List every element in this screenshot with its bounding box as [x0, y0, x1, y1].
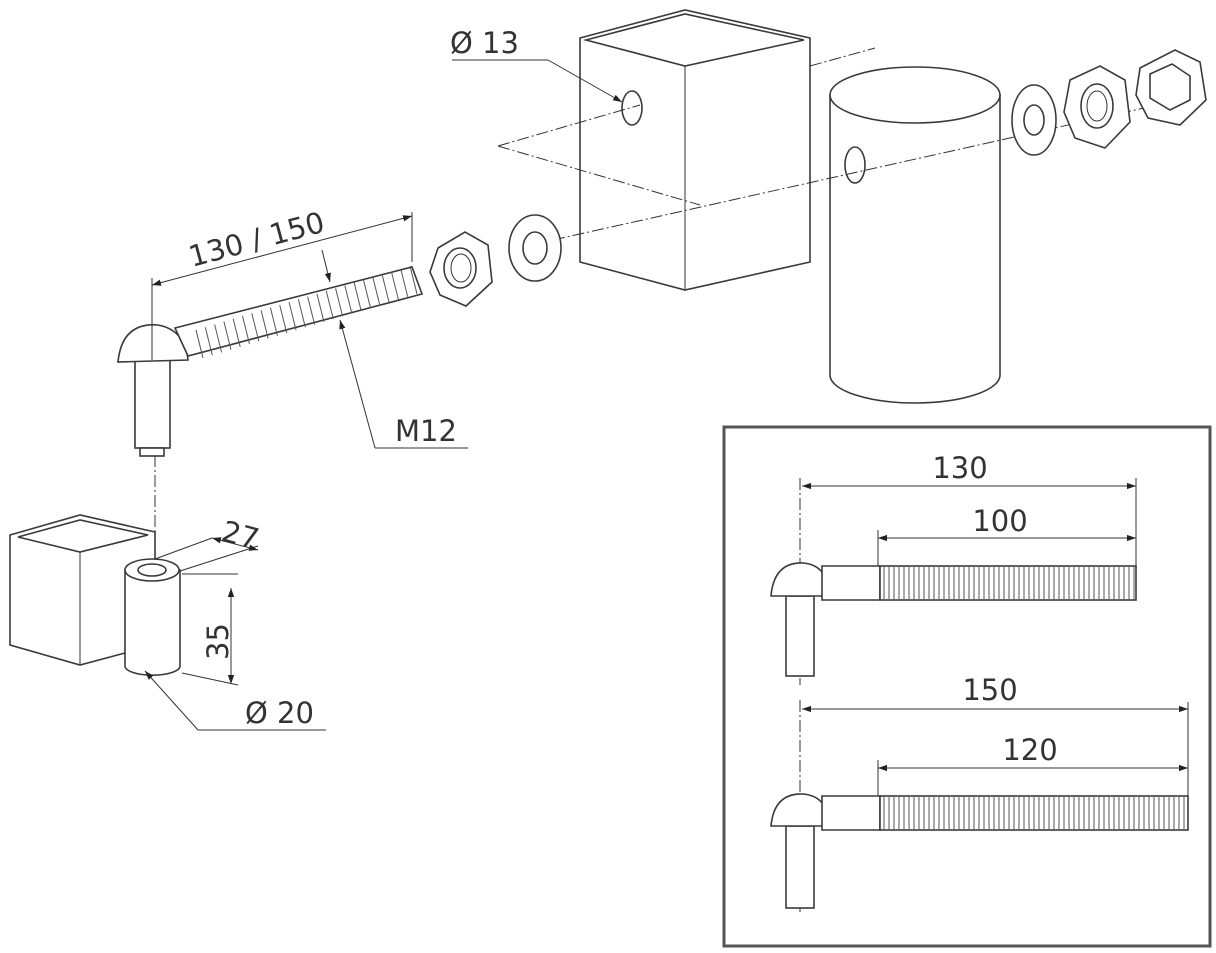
dimension-collar-diameter: Ø 20 — [144, 670, 326, 731]
thread-line — [279, 304, 288, 334]
label-collar-diameter: Ø 20 — [245, 696, 314, 730]
hex-nut-left — [429, 231, 493, 307]
square-post — [579, 9, 811, 291]
label-collar-height: 35 — [201, 623, 235, 660]
thread-line — [297, 299, 306, 328]
hex-nut-right — [1063, 65, 1131, 149]
washer-right — [1011, 84, 1057, 156]
dimension-thread: M12 — [321, 249, 468, 449]
label-bolt-length: 130 / 150 — [185, 205, 328, 274]
hinge-bolt — [117, 265, 424, 457]
label-long-total: 150 — [962, 673, 1017, 707]
thread-line — [260, 310, 269, 339]
label-long-thread: 120 — [1002, 733, 1057, 767]
label-hole-diameter: Ø 13 — [450, 26, 519, 60]
thread-line — [204, 327, 213, 356]
thread-line — [344, 285, 353, 314]
thread-line — [335, 288, 344, 317]
thread-line — [242, 315, 251, 345]
thread-line — [269, 307, 278, 336]
dimension-hole-diameter: Ø 13 — [450, 26, 623, 103]
thread-line — [353, 282, 362, 311]
thread-line — [288, 302, 297, 331]
collar-assembly — [9, 514, 181, 676]
cap-nut — [1135, 49, 1207, 126]
bolt-variant-long: 150 120 — [770, 673, 1189, 915]
dimension-collar-height: 35 — [181, 573, 239, 686]
thread-line — [223, 321, 232, 350]
thread-line — [316, 293, 325, 322]
label-short-total: 130 — [932, 451, 987, 485]
thread-line — [251, 313, 260, 342]
thread-line — [232, 318, 241, 347]
label-thread: M12 — [395, 414, 457, 448]
washer-left — [508, 214, 562, 282]
thread-line — [214, 324, 223, 353]
label-short-thread: 100 — [972, 504, 1027, 538]
thread-line — [195, 329, 204, 359]
thread-line — [307, 296, 316, 325]
bolt-variant-short: 130 100 — [770, 451, 1137, 685]
thread-line — [325, 290, 334, 320]
variants-panel: 130 100 150 120 — [722, 425, 1212, 948]
round-post — [829, 66, 1001, 404]
